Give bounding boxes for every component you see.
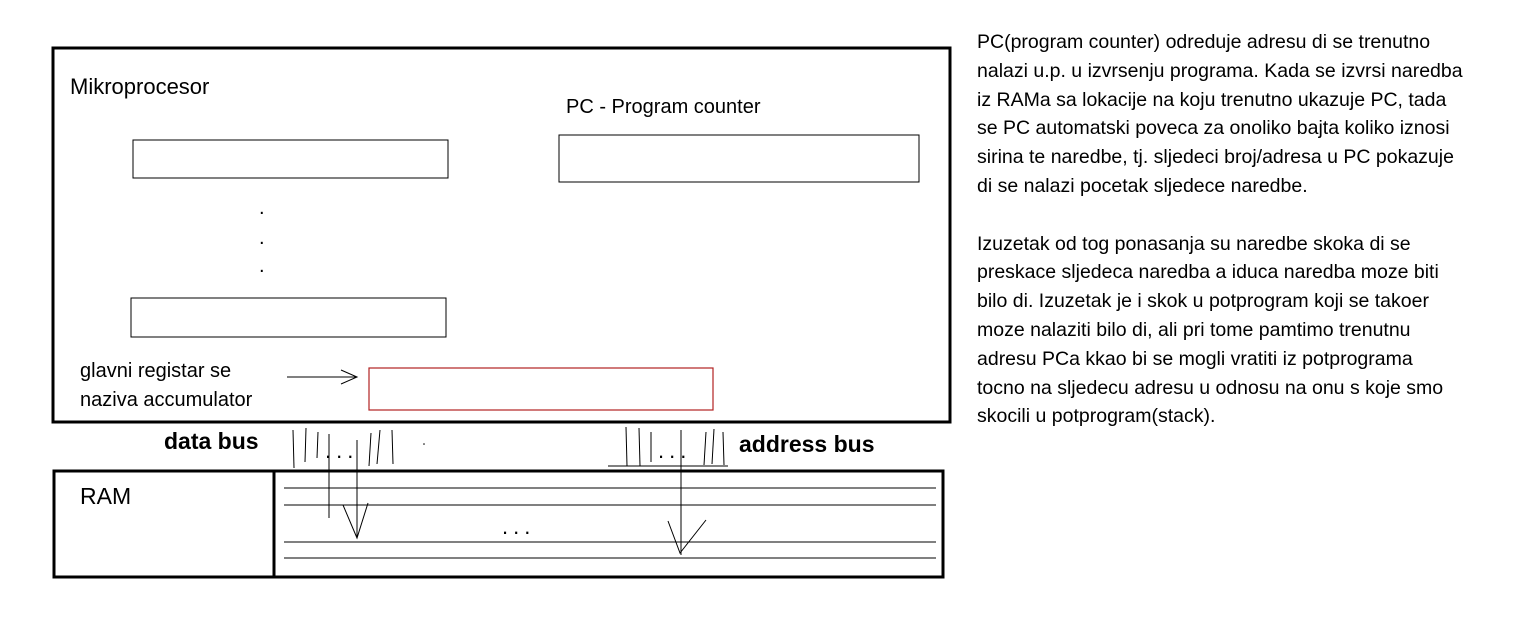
address-bus-lines (608, 426, 728, 555)
data-bus-lines (292, 427, 394, 540)
ram-memory-lines (284, 487, 936, 559)
ram-title: RAM (80, 483, 132, 509)
data-bus-dots: ... (325, 438, 359, 463)
explanation-line: skocili u potprogram(stack). (977, 405, 1216, 428)
explanation-line: iz RAMa sa lokacije na koju trenutno uka… (977, 88, 1447, 111)
explanation-line: nalazi u.p. u izvrsenju programa. Kada s… (977, 59, 1463, 82)
stray-dot (423, 443, 425, 445)
explanation-line: adresu PCa kkao bi se mogli vratiti iz p… (977, 347, 1413, 370)
data-bus-label: data bus (164, 428, 259, 454)
register-top (132, 139, 449, 179)
explanation-line: sirina te naredbe, tj. sljedeci broj/adr… (977, 146, 1454, 169)
ellipsis-dot-2: . (259, 227, 265, 249)
accumulator-label-line1: glavni registar se (80, 360, 232, 382)
accumulator-label-line2: naziva accumulator (80, 389, 253, 411)
ellipsis-dot-1: . (259, 197, 265, 219)
explanation-line: moze nalaziti bilo di, ali pri tome pamt… (977, 318, 1411, 341)
explanation-line: bilo di. Izuzetak je i skok u potprogram… (977, 290, 1429, 313)
ram-box (52, 469, 945, 579)
explanation-text: PC(program counter) odreduje adresu di s… (977, 28, 1522, 431)
explanation-line: tocno na sljedecu adresu u odnosu na onu… (977, 376, 1444, 399)
explanation-line: PC(program counter) odreduje adresu di s… (977, 31, 1431, 53)
ellipsis-dot-3: . (259, 255, 265, 277)
explanation-line: di se nalazi pocetak sljedece naredbe. (977, 174, 1308, 197)
address-bus-label: address bus (739, 431, 875, 457)
explanation-line: se PC automatski poveca za onoliko bajta… (977, 117, 1450, 140)
microprocessor-box (51, 46, 952, 424)
accumulator-arrow (287, 369, 359, 385)
register-bottom (130, 297, 447, 338)
explanation-line: preskace sljedeca naredba a iduca naredb… (977, 261, 1439, 284)
paragraph-gap (977, 201, 1522, 230)
microprocessor-title: Mikroprocesor (70, 74, 210, 99)
accumulator-register (368, 367, 714, 411)
ram-dots: ... (502, 514, 536, 539)
explanation-line: Izuzetak od tog ponasanja su naredbe sko… (977, 232, 1411, 255)
program-counter-label: PC - Program counter (566, 96, 761, 118)
address-bus-dots: ... (658, 438, 692, 463)
program-counter-register (558, 134, 920, 183)
